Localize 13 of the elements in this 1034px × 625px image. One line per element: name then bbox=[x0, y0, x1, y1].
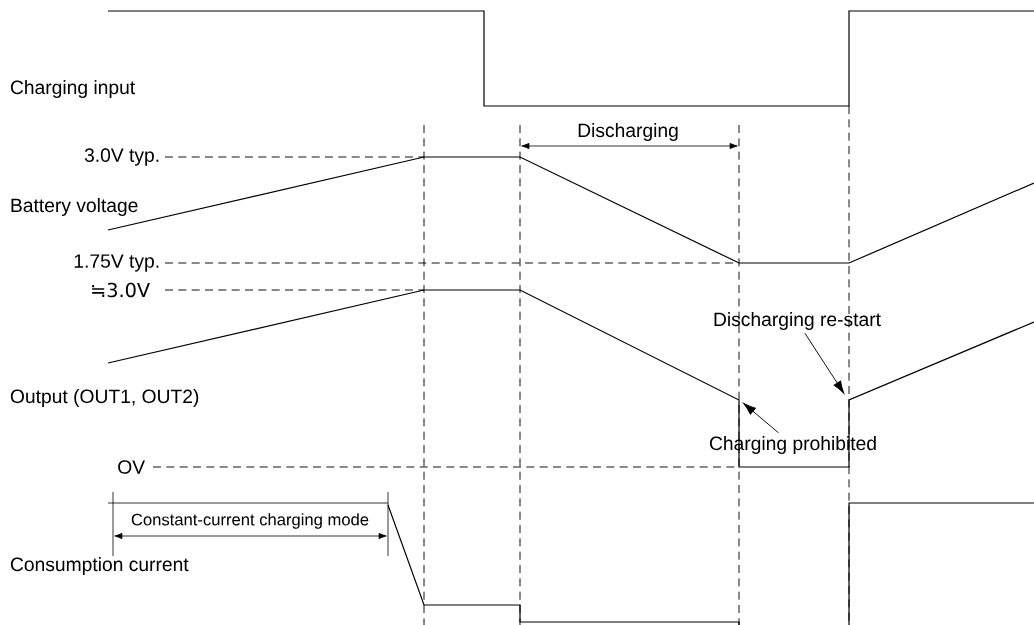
level-label: 1.75V typ. bbox=[74, 254, 159, 272]
level-label: 3.0V typ. bbox=[84, 148, 159, 166]
callout-text: Discharging re-start bbox=[714, 312, 881, 330]
level-label: OV bbox=[118, 460, 145, 474]
leader-line bbox=[804, 332, 845, 394]
dimension-label: Discharging bbox=[578, 123, 678, 141]
dimension-label: Constant-current charging mode bbox=[131, 513, 369, 529]
signal-name: Charging input bbox=[10, 80, 135, 98]
signal-name: Output (OUT1, OUT2) bbox=[10, 389, 199, 407]
level-label: ≒3.0V bbox=[92, 282, 150, 298]
signal-name: Battery voltage bbox=[11, 198, 138, 216]
signal-name: Consumption current bbox=[10, 557, 189, 575]
leader-line bbox=[743, 403, 779, 434]
